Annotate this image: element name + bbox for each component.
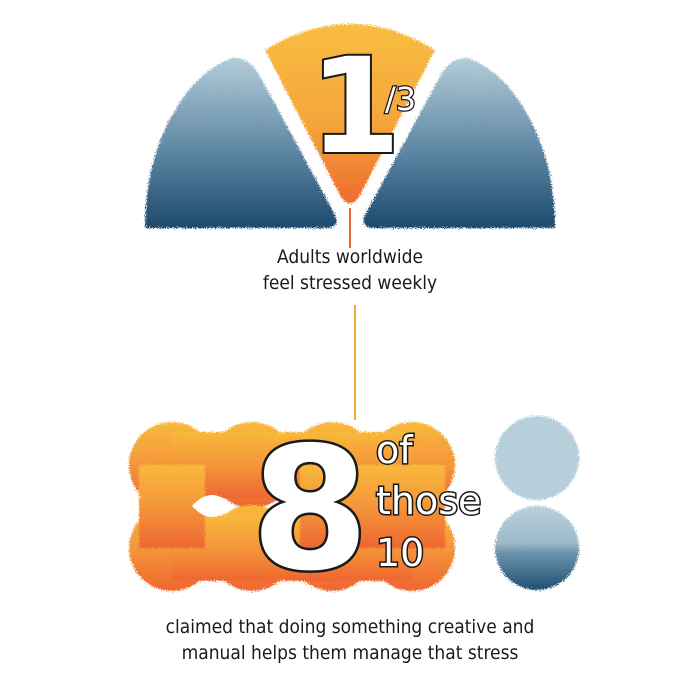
dot-blue-top: [495, 416, 579, 500]
stat-two-word-of: of: [376, 428, 414, 472]
stat-two-caption: claimed that doing something creative an…: [100, 614, 600, 666]
stat-one-caption: Adults worldwide feel stressed weekly: [200, 244, 500, 296]
stat-two-word-those: those: [376, 479, 481, 523]
pie-segments: [145, 24, 555, 228]
stat-two-word-ten: 10: [376, 531, 424, 575]
dot-cluster-blue: [495, 416, 579, 590]
dot-cluster-gaps: [192, 495, 232, 517]
stat-one-caption-line1: Adults worldwide: [277, 246, 423, 268]
pie-segment-left: [145, 57, 337, 228]
stat-one-denominator: /3: [385, 80, 416, 118]
stat-two-caption-line1: claimed that doing something creative an…: [165, 616, 535, 638]
pie-segment-right: [363, 57, 555, 228]
stat-two-number: 8: [251, 411, 369, 609]
pie-segment-highlight: [265, 24, 435, 204]
dot-cluster-orange: [129, 422, 455, 591]
dot-blue-bottom: [495, 506, 579, 590]
stat-one-caption-line2: feel stressed weekly: [262, 272, 438, 294]
stat-one-numerator: 1: [309, 30, 401, 184]
stat-two-caption-line2: manual helps them manage that stress: [181, 642, 519, 664]
